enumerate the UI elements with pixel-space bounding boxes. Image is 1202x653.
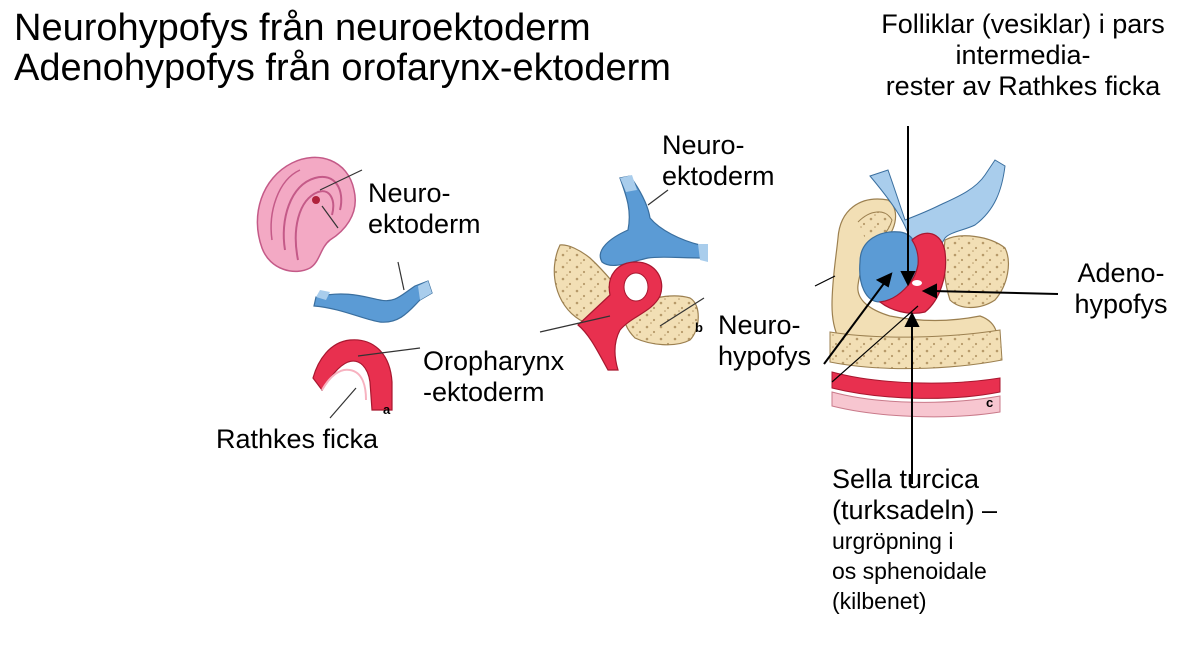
label-adenohypofys: Adeno- hypofys [1062,258,1180,320]
leader-line [659,297,705,327]
figure-c-arrows [814,126,1059,484]
leader-line [329,387,357,419]
figure-a [256,156,433,419]
leader-line [357,347,421,357]
dorsum-sellae [943,235,1009,309]
label-line: hypofys [718,341,812,371]
label-line: rester av Rathkes ficka [885,71,1161,101]
neuroectoderm-b-shape [599,175,706,266]
label-line: -ektoderm [423,377,545,407]
label-line: hypofys [1074,289,1168,319]
label-neurohypofys: Neuro- hypofys [718,310,811,372]
label-line: Neuro- [662,130,745,160]
leader-line [647,189,669,206]
label-line: Folliklar (vesiklar) i pars [881,9,1165,39]
rathkes-pouch-b-lumen [623,272,649,302]
label-neuroektoderm-b: Neuro- ektoderm [662,130,775,192]
rathkes-pouch-shape [312,339,393,411]
label-folliklar: Folliklar (vesiklar) i pars intermedia- … [858,9,1188,102]
embryo-sketch [256,156,356,273]
title-line-2: Adenohypofys från orofarynx-ektoderm [14,47,671,89]
label-line: ektoderm [662,161,775,191]
slide-title: Neurohypofys från neuroektoderm Adenohyp… [14,8,671,88]
label-line: Neuro- [718,310,801,340]
label-line: Adeno- [1077,258,1165,288]
leader-line [397,261,405,291]
figure-c [829,159,1009,418]
rathkes-pouch-lumen [321,368,367,401]
label-rathkes-ficka: Rathkes ficka [216,424,379,454]
label-line: (turksadeln) – [832,495,998,525]
sphenoid-body [829,329,1003,370]
neuroectoderm-b-end [698,244,708,262]
label-line: ektoderm [368,209,481,239]
label-neuroektoderm-a: Neuro- ektoderm [368,178,481,240]
follicle-remnant [912,280,922,286]
label-line: os sphenoidale [832,558,987,584]
figure-letter-c: c [986,395,994,410]
leader-line [319,169,363,191]
label-line: intermedia- [955,40,1091,70]
label-line: Oropharynx [423,346,565,376]
figure-letter-b: b [695,320,703,335]
neuroectoderm-a-end [316,290,330,300]
label-line: Sella turcica [832,464,980,494]
title-line-1: Neurohypofys från neuroektoderm [14,7,591,49]
pharynx-roof [831,371,1001,399]
figure-letter-a: a [383,402,391,417]
neuroectoderm-a-end [418,281,432,300]
label-sella-turcica: Sella turcica (turksadeln) – urgröpning … [832,464,997,616]
neuroectoderm-a-shape [313,280,433,323]
leader-line [539,315,611,333]
label-line: (kilbenet) [832,588,927,614]
label-line: urgröpning i [832,528,954,554]
label-oropharynx: Oropharynx -ektoderm [423,346,564,408]
leader-line [321,205,339,229]
label-line: Neuro- [368,178,451,208]
pharynx-mucosa [831,391,1001,418]
figure-b [539,175,708,371]
neuroectoderm-b-end [620,175,637,192]
